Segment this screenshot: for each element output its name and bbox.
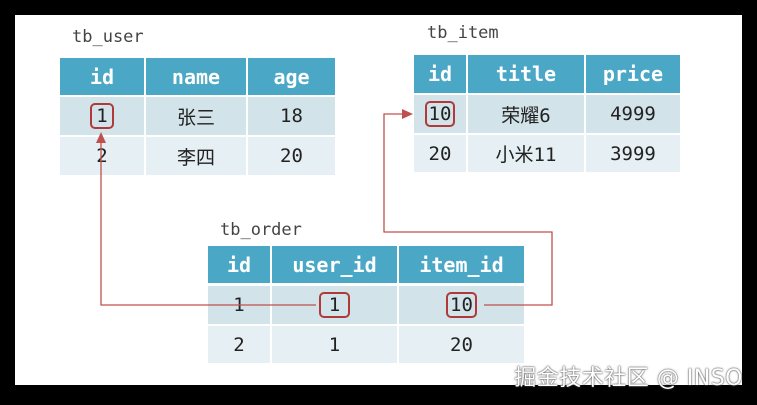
table-cell: 1 [60, 97, 144, 135]
relation-item-link [383, 113, 553, 306]
column-header: age [248, 58, 335, 95]
table-title-item: tb_item [427, 23, 499, 43]
table-cell: 2 [208, 326, 270, 363]
highlighted-key: 10 [424, 101, 456, 127]
table-cell: 10 [414, 95, 466, 133]
table-cell: 荣耀6 [468, 95, 584, 133]
arrow-right-icon [402, 109, 413, 119]
table-cell: 3999 [586, 135, 680, 172]
table-cell: 李四 [146, 137, 246, 175]
table-cell: 小米11 [468, 135, 584, 172]
column-header: user_id [272, 246, 397, 283]
column-header: id [414, 55, 466, 93]
table-cell: 张三 [146, 97, 246, 135]
column-header: title [468, 55, 584, 93]
highlighted-foreign-key: 10 [446, 292, 477, 318]
highlighted-key: 1 [90, 103, 114, 129]
arrow-up-icon [96, 132, 106, 143]
highlighted-foreign-key: 1 [318, 292, 351, 318]
column-header: id [208, 246, 270, 283]
table-cell: 1 [272, 326, 397, 363]
watermark: 掘金技术社区 @ INSO [514, 366, 743, 391]
table-title-order: tb_order [220, 220, 302, 240]
relation-user-link [100, 142, 316, 306]
column-header: id [60, 58, 144, 95]
table-cell: 20 [414, 135, 466, 172]
table-cell: 4999 [586, 95, 680, 133]
column-header: item_id [399, 246, 524, 283]
column-header: price [586, 55, 680, 93]
table-title-user: tb_user [72, 27, 144, 47]
column-header: name [146, 58, 246, 95]
table-cell: 20 [248, 137, 335, 175]
table-cell: 20 [399, 326, 524, 363]
table-cell: 18 [248, 97, 335, 135]
table-cell: 2 [60, 137, 144, 175]
